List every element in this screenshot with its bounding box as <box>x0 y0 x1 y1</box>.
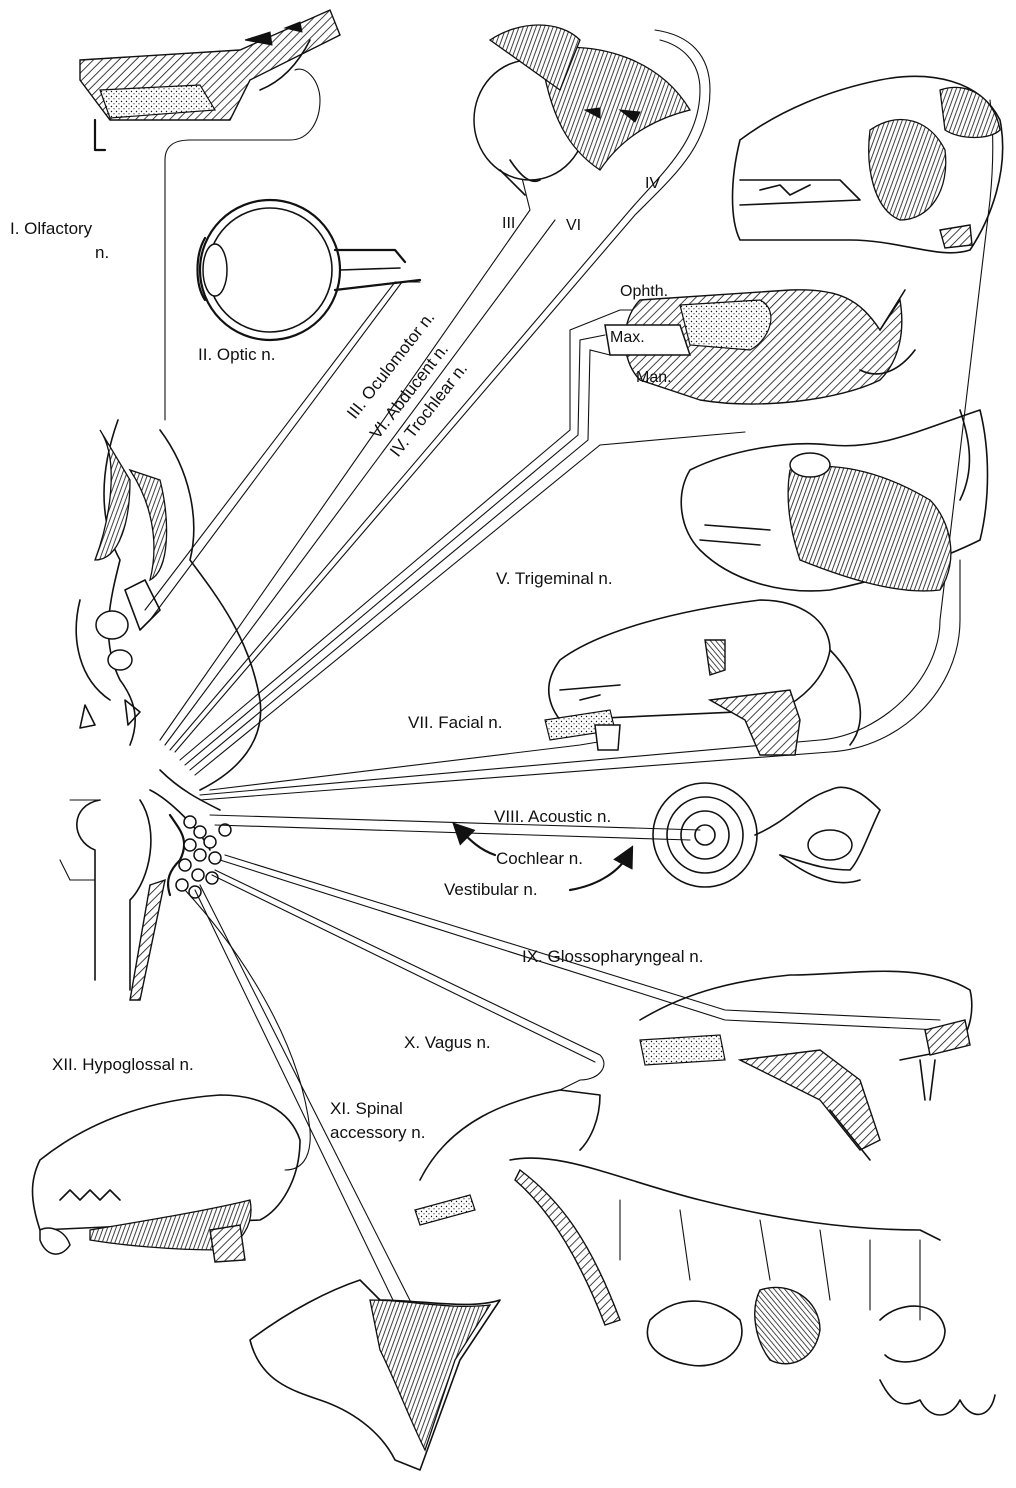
eye-muscles-drawing <box>474 25 690 195</box>
dog-neck-trapezius-drawing <box>250 1280 500 1470</box>
label-spinal-1: XI. Spinal <box>330 1099 403 1118</box>
olfactory-nose-drawing <box>80 10 340 150</box>
abducent-nerve-line <box>165 220 555 745</box>
dog-body-viscera-drawing <box>415 1090 995 1415</box>
vagus-nerve-line <box>215 870 604 1090</box>
label-optic: II. Optic n. <box>198 345 275 364</box>
hypoglossal-nerve-line <box>185 890 310 1170</box>
label-trigeminal: V. Trigeminal n. <box>496 569 613 588</box>
skull-facial-drawing <box>545 600 860 755</box>
label-hypoglossal: XII. Hypoglossal n. <box>52 1055 194 1074</box>
label-max: Max. <box>610 329 645 346</box>
label-olfactory-1: I. Olfactory <box>10 219 93 238</box>
dog-head-tongue-drawing <box>33 1095 301 1262</box>
inner-ear-drawing <box>653 783 880 887</box>
label-ophth: Ophth. <box>620 283 668 300</box>
olfactory-nerve-line <box>165 69 320 420</box>
glossopharyngeal-nerve-line <box>225 855 940 1020</box>
brain-stem <box>60 420 261 1000</box>
label-cochlear: Cochlear n. <box>496 849 583 868</box>
optic-nerve-line <box>145 282 420 620</box>
label-facial: VII. Facial n. <box>408 713 502 732</box>
label-eye-IV: IV <box>645 175 660 192</box>
nerve-rootlets <box>176 816 231 898</box>
label-spinal-2: accessory n. <box>330 1123 425 1142</box>
label-olfactory-2: n. <box>95 243 109 262</box>
label-eye-VI: VI <box>566 217 581 234</box>
acoustic-nerve-line <box>210 815 700 830</box>
eye-drawing <box>198 200 421 340</box>
label-eye-III: III <box>502 215 515 232</box>
label-vagus: X. Vagus n. <box>404 1033 491 1052</box>
dog-head-temporal-drawing <box>733 76 1003 252</box>
facial-nerve-line <box>200 560 960 800</box>
label-glossopharyngeal: IX. Glossopharyngeal n. <box>522 947 703 966</box>
label-vestibular: Vestibular n. <box>444 880 538 899</box>
label-acoustic: VIII. Acoustic n. <box>494 807 611 826</box>
dog-head-trigeminal-drawing <box>605 290 915 404</box>
dog-head-facial-muscles-drawing <box>681 410 987 591</box>
label-man: Man. <box>636 369 672 386</box>
